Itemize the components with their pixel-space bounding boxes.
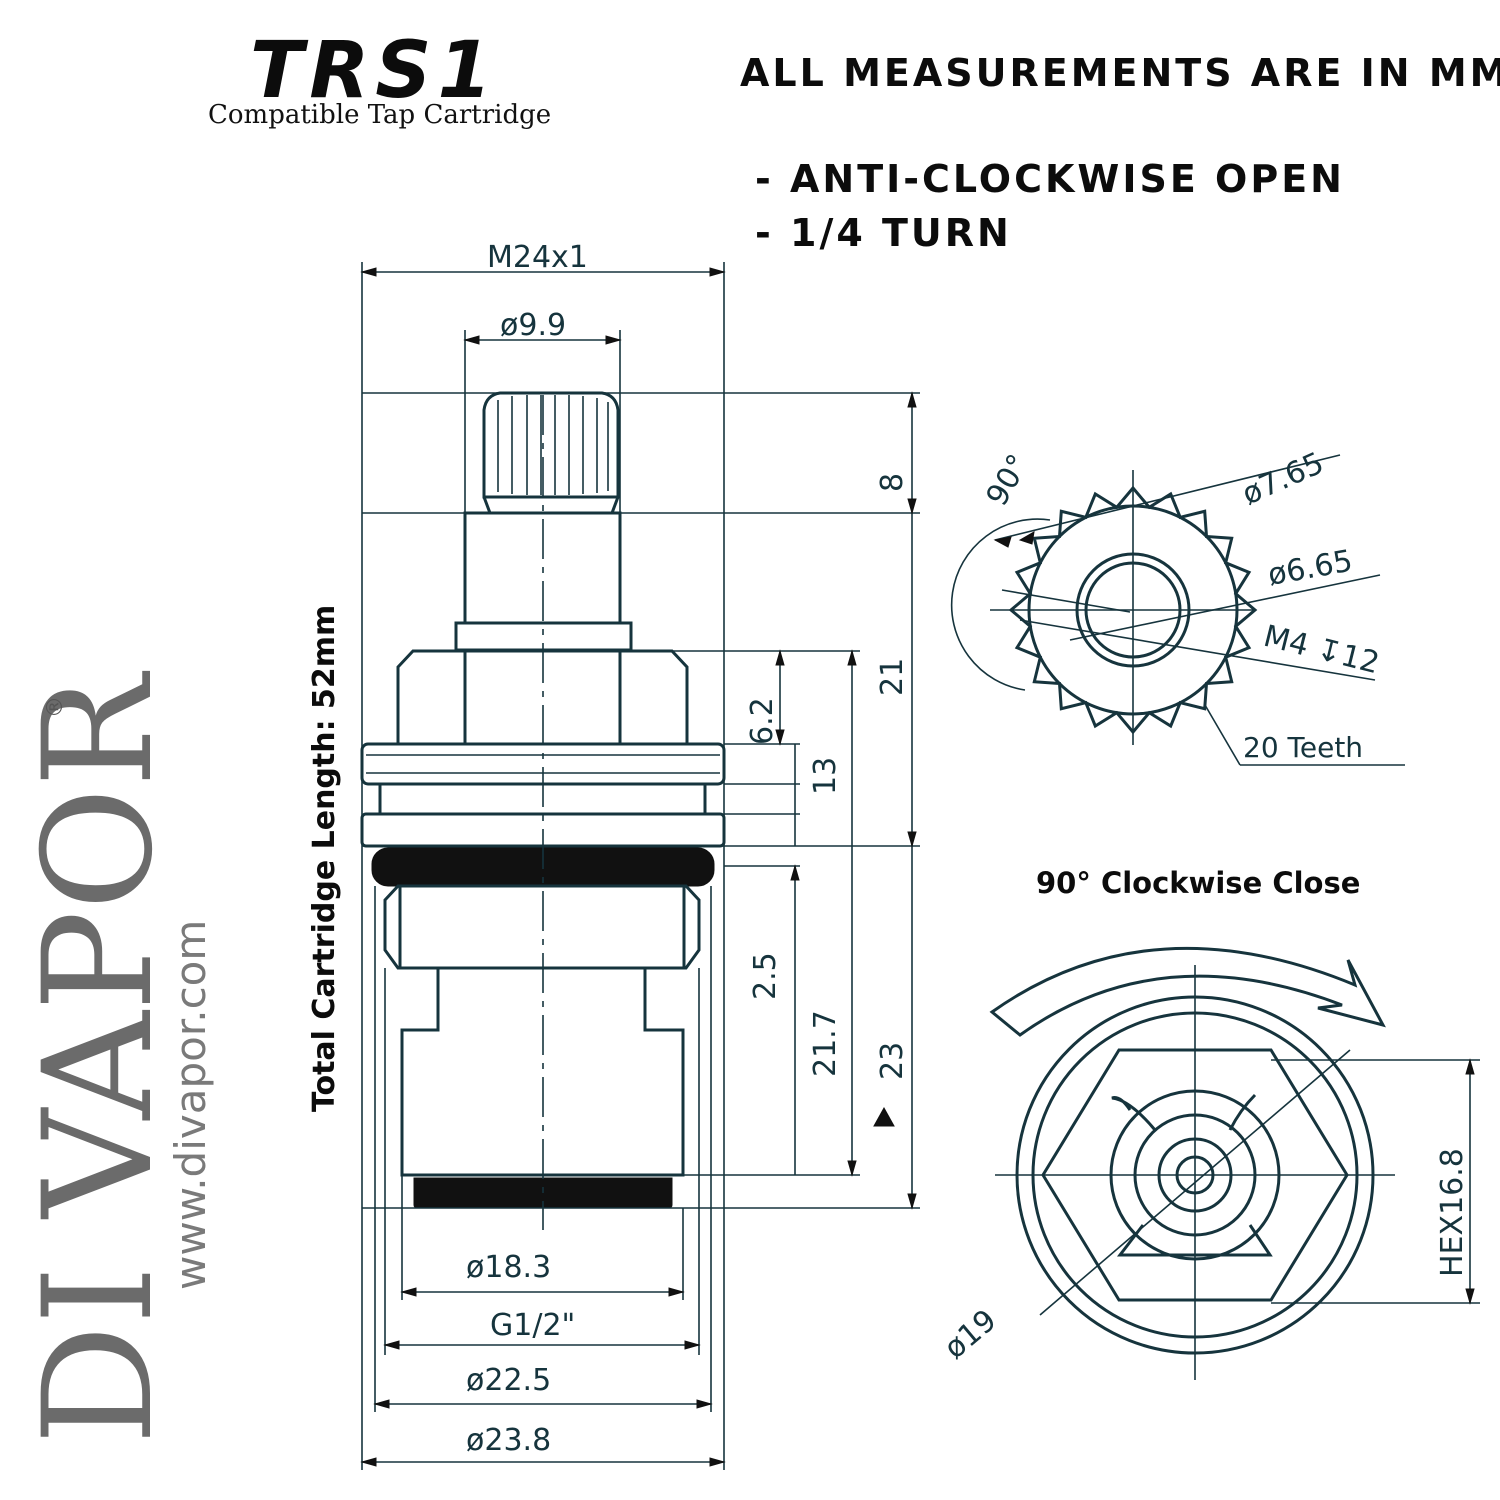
model-title: TRS1 xyxy=(250,26,498,116)
dim-thread: M24x1 xyxy=(487,240,588,275)
threaded-body xyxy=(383,884,701,970)
spline-teeth: 20 Teeth xyxy=(1243,731,1363,764)
brand-logo-text: DI VAPOR xyxy=(12,670,186,1445)
note-open: - ANTI-CLOCKWISE OPEN xyxy=(755,157,1345,201)
spline-inner-dia: ø6.65 xyxy=(1265,544,1355,593)
dim-21-7: 21.7 xyxy=(808,1010,843,1077)
close-end-view xyxy=(989,946,1480,1380)
brand-website: www.divapor.com xyxy=(166,920,215,1290)
spline-angle: 90° xyxy=(980,448,1037,512)
spline-tap: M4 ↧12 xyxy=(1260,619,1383,681)
clockwise-arrow-icon xyxy=(989,946,1386,1037)
dim-23: 23 xyxy=(875,1042,910,1080)
dim-23-marker-icon xyxy=(873,1106,895,1127)
cartridge-side-view xyxy=(360,391,726,1230)
note-turn: - 1/4 TURN xyxy=(755,211,1012,255)
dim-hex-height: 21 xyxy=(875,658,910,696)
dim-bsp-thread: G1/2" xyxy=(490,1308,575,1343)
dim-2-5: 2.5 xyxy=(748,952,783,1000)
total-length-label: Total Cartridge Length: 52mm xyxy=(307,605,342,1112)
close-view-title: 90° Clockwise Close xyxy=(1036,866,1360,900)
dim-body-dia: ø18.3 xyxy=(466,1250,551,1285)
dim-6-2: 6.2 xyxy=(745,697,780,745)
spindle-spline xyxy=(482,391,620,515)
dim-22-5: ø22.5 xyxy=(466,1363,551,1398)
close-hex: HEX16.8 xyxy=(1435,1148,1470,1277)
dim-13: 13 xyxy=(808,757,843,795)
close-dia: ø19 xyxy=(938,1303,1004,1366)
spline-outer-dia: ø7.65 xyxy=(1237,446,1329,513)
dim-top-height: 8 xyxy=(875,473,910,492)
dim-23-8: ø23.8 xyxy=(466,1423,551,1458)
dim-spindle-dia: ø9.9 xyxy=(500,308,566,343)
brand-registered-mark: ® xyxy=(43,696,68,718)
units-note: ALL MEASUREMENTS ARE IN MM xyxy=(740,51,1500,95)
model-subtitle: Compatible Tap Cartridge xyxy=(208,100,551,130)
spline-end-view xyxy=(950,454,1405,766)
side-dimensions xyxy=(360,262,920,1470)
